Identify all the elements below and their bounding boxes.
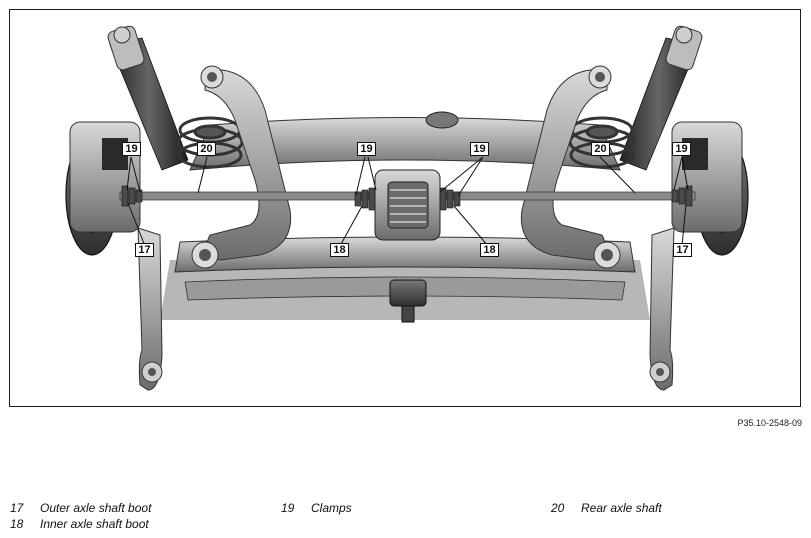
rear-axle-drawing: [65, 25, 749, 391]
callout-20-left: 20: [197, 142, 216, 156]
left-inner-axle-boot: [354, 187, 376, 211]
subframe-rear-beam: [174, 236, 636, 273]
callout-17-right: 17: [673, 243, 692, 257]
callout-19-left: 19: [122, 142, 141, 156]
callout-20-right: 20: [591, 142, 610, 156]
left-lower-arm: [137, 227, 163, 391]
subframe-crossmember: [189, 117, 621, 171]
legend-text: Inner axle shaft boot: [40, 517, 149, 531]
legend-text: Outer axle shaft boot: [40, 501, 152, 515]
legend-text: Rear axle shaft: [581, 501, 662, 515]
legend-number: 17: [10, 501, 24, 515]
right-lower-arm: [649, 227, 675, 391]
callout-17-left: 17: [135, 243, 154, 257]
callout-18-left: 18: [330, 243, 349, 257]
legend-text: Clamps: [311, 501, 352, 515]
callout-19-right: 19: [672, 142, 691, 156]
legend-number: 20: [551, 501, 565, 515]
right-inner-axle-boot: [439, 187, 461, 211]
figure-id: P35.10-2548-09: [737, 418, 802, 428]
right-shock-absorber: [619, 25, 703, 171]
legend-number: 19: [281, 501, 295, 515]
right-rear-axle-shaft: [439, 191, 696, 201]
legend-item-17: 17 Outer axle shaft boot: [10, 501, 151, 515]
right-outer-axle-boot: [671, 185, 693, 207]
callout-18-right: 18: [480, 243, 499, 257]
callout-19-center-right: 19: [470, 142, 489, 156]
left-rear-axle-shaft: [119, 191, 376, 201]
callout-19-center-left: 19: [357, 142, 376, 156]
axle-illustration: 19 20 19 19 20 19 17 18 18 17: [9, 9, 801, 407]
legend-item-20: 20 Rear axle shaft: [551, 501, 662, 515]
left-shock-absorber: [107, 25, 189, 171]
legend-item-18: 18 Inner axle shaft boot: [10, 517, 149, 531]
rear-differential: [374, 111, 459, 323]
legend-item-19: 19 Clamps: [281, 501, 352, 515]
callout-leader-lines: [126, 156, 689, 247]
legend-number: 18: [10, 517, 24, 531]
